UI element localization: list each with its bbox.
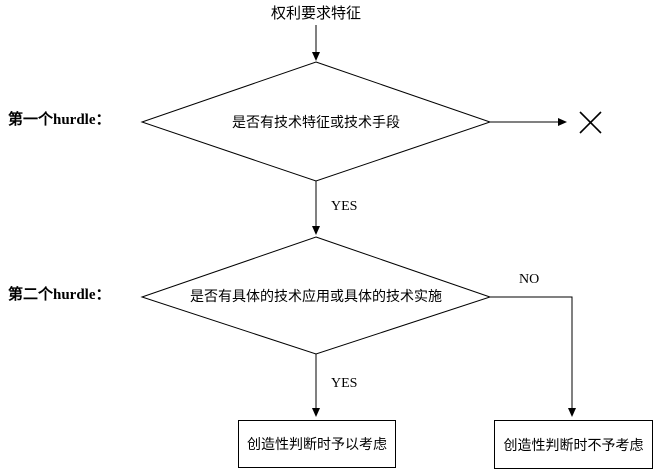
considered-box-label: 创造性判断时予以考虑 [247,438,387,453]
considered-box: 创造性判断时予以考虑 [238,420,396,468]
start-label: 权利要求特征 [270,6,361,22]
yes1-label: YES [331,199,358,214]
decision1-text: 是否有技术特征或技术手段 [232,115,400,131]
hurdle2-label: 第二个hurdle： [8,287,111,303]
not-considered-box: 创造性判断时不予考虑 [494,420,653,469]
decision2-text: 是否有具体的技术应用或具体的技术实施 [190,289,442,305]
arrow-decision2-no [490,296,576,417]
not-considered-box-label: 创造性判断时不予考虑 [503,438,644,454]
yes2-label: YES [331,376,358,391]
x-mark-icon [579,111,602,134]
hurdle1-label: 第一个hurdle： [8,112,111,128]
no-label: NO [519,272,540,287]
